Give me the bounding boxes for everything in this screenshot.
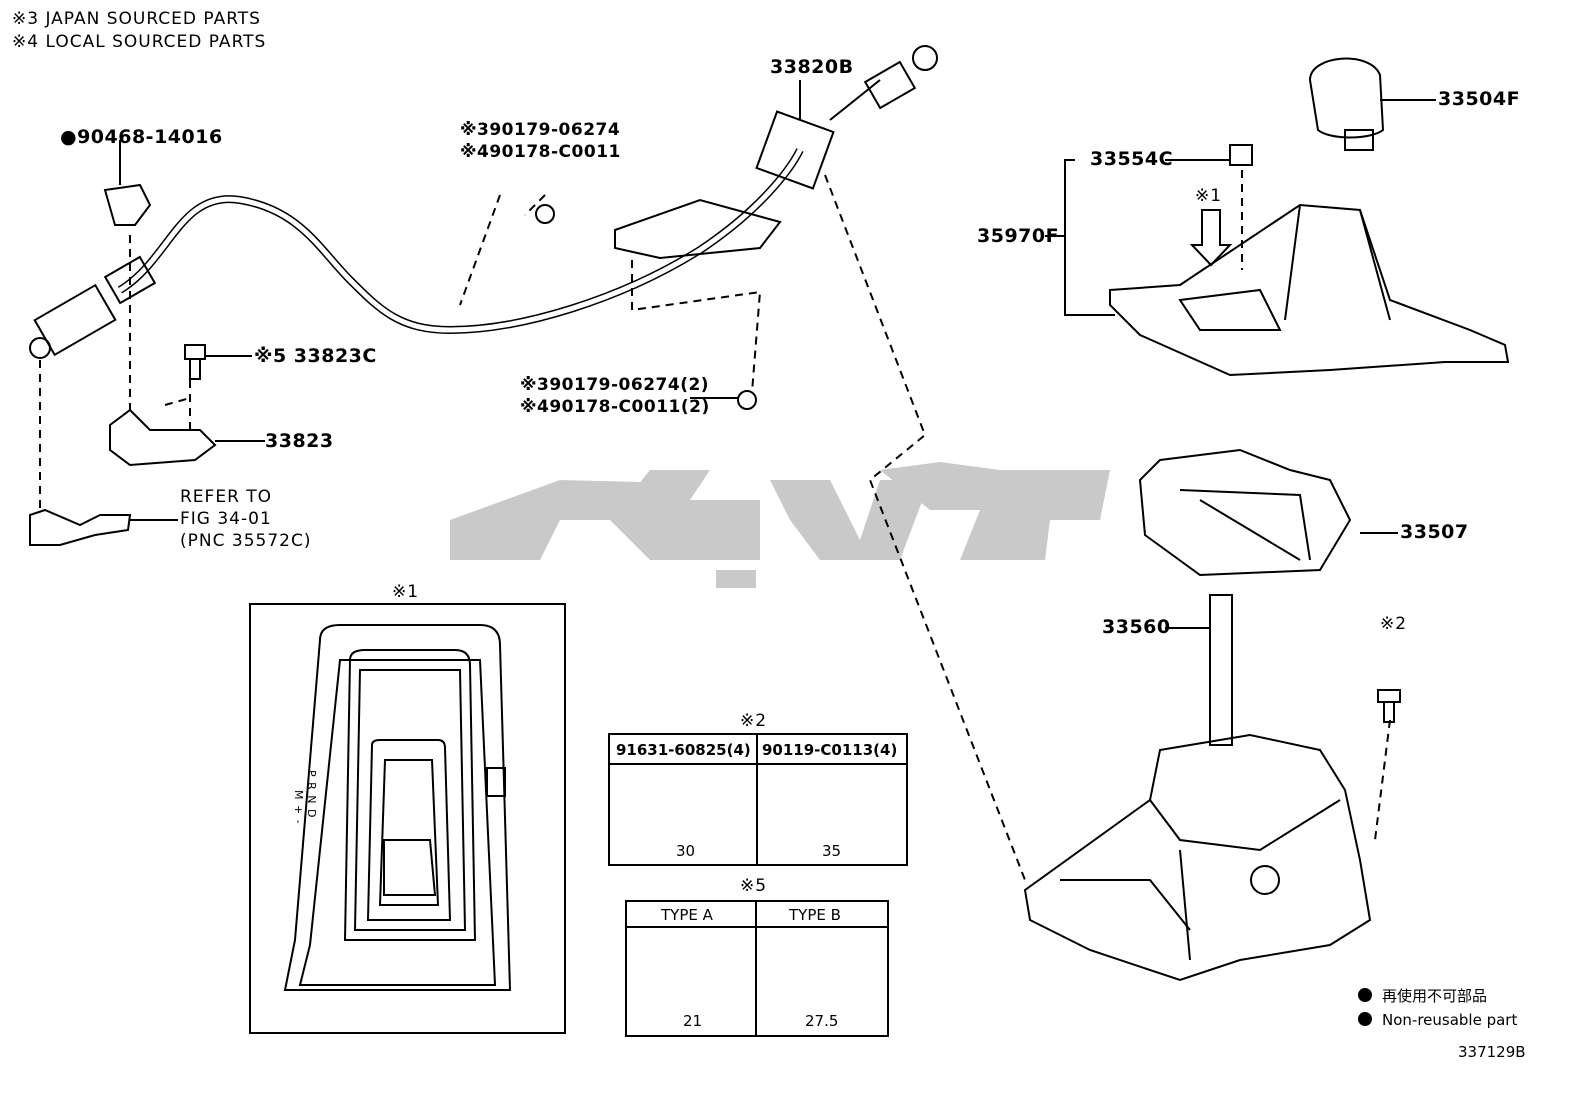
table5-ref: ※5 <box>740 876 768 896</box>
watermark-logo <box>450 462 1110 588</box>
label-33554C[interactable]: 33554C <box>1090 148 1174 170</box>
bracket-33823 <box>109 408 217 467</box>
table2-dim1: 30 <box>676 842 696 860</box>
label-90468-14016[interactable]: ●90468-14016 <box>60 126 223 148</box>
label-nut-a1[interactable]: ※390179-06274 <box>460 120 621 140</box>
label-33560[interactable]: 33560 <box>1102 616 1171 638</box>
table2-dim2: 35 <box>822 842 842 860</box>
arrow-ref-1: ※1 <box>1195 186 1223 206</box>
table5-dim2: 27.5 <box>805 1012 839 1030</box>
refer-line-2[interactable]: FIG 34-01 <box>180 509 272 529</box>
clip-33554C <box>1229 144 1253 166</box>
label-33504F[interactable]: 33504F <box>1438 88 1521 110</box>
clip-90468 <box>103 183 152 226</box>
table5-dim1: 21 <box>683 1012 703 1030</box>
label-nut-a2[interactable]: ※490178-C0011 <box>460 142 621 162</box>
ref-2-bolt: ※2 <box>1380 614 1408 634</box>
fastener-table-2: 91631-60825(4) 90119-C0113(4) 30 35 <box>608 733 908 866</box>
inset-panel-frame <box>249 603 566 1034</box>
cable-boot <box>33 283 117 357</box>
inset-ref-1: ※1 <box>392 582 420 602</box>
legend-jp: 再使用不可部品 <box>1358 985 1487 1006</box>
console-35970F <box>1109 203 1510 377</box>
cable-bracket <box>614 198 782 260</box>
shift-knob <box>1308 57 1385 139</box>
note-local: ※4 LOCAL SOURCED PARTS <box>12 32 267 52</box>
gear-letters: P R N D <box>305 770 318 819</box>
cable-end-eye <box>29 337 51 359</box>
table2-col2: 90119-C0113(4) <box>762 741 898 759</box>
gear-letters-manual: M + - <box>292 790 305 825</box>
non-reusable-dot-icon <box>1358 1012 1372 1026</box>
fastener-table-5: TYPE A TYPE B 21 27.5 <box>625 900 889 1037</box>
table2-col1: 91631-60825(4) <box>616 741 751 759</box>
label-33823[interactable]: 33823 <box>265 430 334 452</box>
lever-fig34 <box>29 508 132 546</box>
table5-col1: TYPE A <box>661 906 713 924</box>
label-33507[interactable]: 33507 <box>1400 521 1469 543</box>
lever-33560 <box>1209 594 1233 746</box>
down-arrow <box>1189 209 1233 267</box>
label-nut-b1[interactable]: ※390179-06274(2) <box>520 375 710 395</box>
shift-assembly <box>1023 733 1372 982</box>
label-nut-b2[interactable]: ※490178-C0011(2) <box>520 397 710 417</box>
refer-line-1: REFER TO <box>180 487 273 507</box>
cable-connector <box>755 110 835 190</box>
housing-33507 <box>1138 448 1352 577</box>
note-japan: ※3 JAPAN SOURCED PARTS <box>12 9 261 29</box>
refer-line-3: (PNC 35572C) <box>180 531 312 551</box>
table2-ref: ※2 <box>740 711 768 731</box>
non-reusable-dot-icon <box>1358 988 1372 1002</box>
legend-en: Non-reusable part <box>1358 1011 1517 1029</box>
label-33823C[interactable]: ※5 33823C <box>254 345 377 367</box>
label-35970F[interactable]: 35970F <box>977 225 1060 247</box>
label-33820B[interactable]: 33820B <box>770 56 854 78</box>
figure-code: 337129B <box>1458 1043 1526 1061</box>
table5-col2: TYPE B <box>789 906 841 924</box>
shift-panel-drawing <box>283 624 512 991</box>
